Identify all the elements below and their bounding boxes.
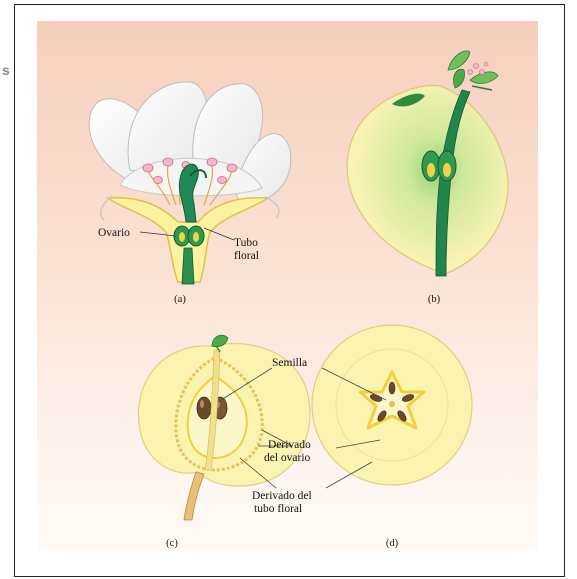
label-derivado-ovario-1: Derivado bbox=[268, 439, 311, 451]
pedicel-a bbox=[182, 248, 194, 284]
label-derivado-tubo-2: tubo floral bbox=[254, 503, 302, 515]
label-derivado-ovario-2: del ovario bbox=[264, 452, 311, 464]
caption-a: (a) bbox=[174, 294, 186, 305]
label-derivado-tubo-1: Derivado del bbox=[252, 490, 312, 502]
center-d bbox=[389, 401, 395, 407]
label-ovario: Ovario bbox=[98, 227, 130, 239]
label-semilla: Semilla bbox=[272, 357, 307, 369]
caption-b: (b) bbox=[428, 294, 441, 305]
calyx-b bbox=[448, 51, 498, 90]
caption-c: (c) bbox=[166, 538, 178, 549]
label-floral: floral bbox=[234, 250, 259, 262]
caption-d: (d) bbox=[386, 538, 399, 549]
young-fruit-section-b: (b) bbox=[347, 51, 508, 305]
flower-section-a: Ovario Tubo floral (a) bbox=[89, 82, 291, 305]
sepal-right bbox=[266, 197, 279, 218]
apple-cross-section-d: (d) bbox=[312, 325, 472, 549]
label-tubo: Tubo bbox=[234, 237, 258, 249]
pedicel-c bbox=[184, 472, 204, 520]
